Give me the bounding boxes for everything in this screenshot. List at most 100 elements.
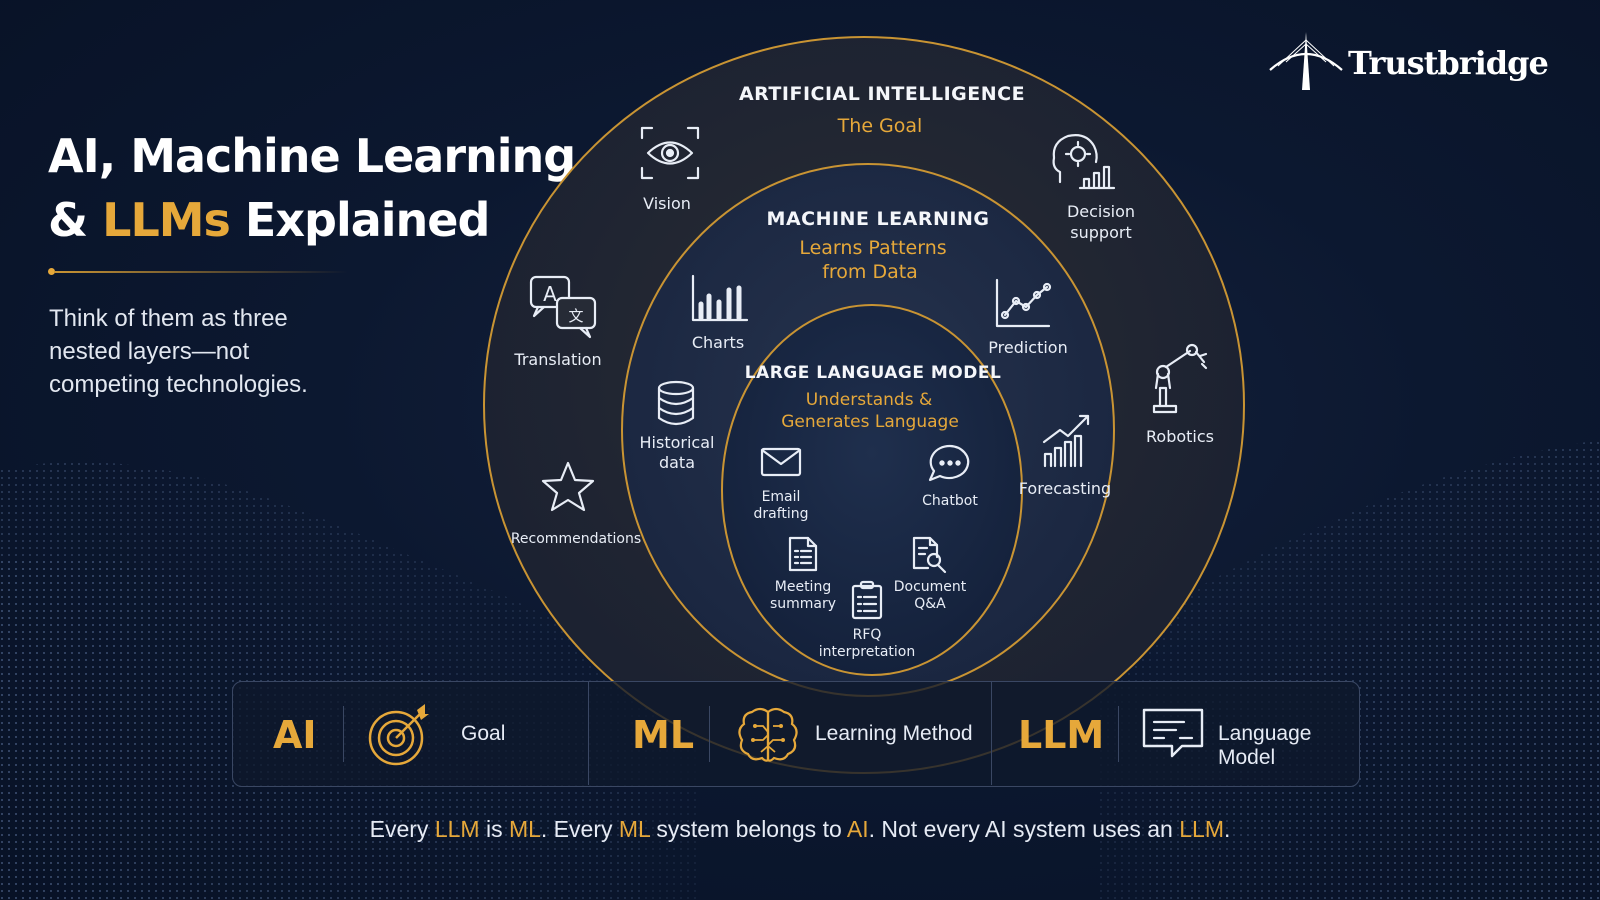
brain-icon	[738, 707, 798, 762]
brand-logo: Trustbridge	[1268, 30, 1549, 94]
historical-data-label-1: Historical	[640, 433, 715, 452]
llm-item-chatbot: Chatbot	[922, 444, 978, 509]
trend-up-icon	[1042, 414, 1090, 468]
meeting-summary-label-2: summary	[770, 596, 836, 612]
email-drafting-label-2: drafting	[753, 506, 808, 522]
page-title: AI, Machine Learning & LLMs Explained	[48, 124, 576, 252]
footer-statement: Every LLM is ML. Every ML system belongs…	[0, 816, 1600, 843]
legend-label-llm: Language Model	[1218, 722, 1312, 769]
title-highlight: LLMs	[102, 193, 231, 247]
eye-icon	[640, 126, 700, 180]
translation-icon: A 文	[529, 275, 597, 339]
ai-item-translation: A 文 Translation	[513, 275, 602, 369]
footer-keyword: ML	[508, 816, 541, 842]
llm-ring	[721, 304, 1023, 676]
llm-subtitle-line-1: Understands &	[806, 390, 932, 410]
document-icon	[788, 536, 818, 572]
envelope-icon	[760, 447, 802, 477]
footer-text: . Not every AI system uses an	[868, 816, 1180, 842]
decision-support-label-2: support	[1070, 223, 1131, 242]
translation-label: Translation	[513, 350, 601, 369]
ml-item-charts: Charts	[691, 274, 749, 352]
target-icon	[368, 704, 429, 766]
ai-title: ARTIFICIAL INTELLIGENCE	[739, 83, 1025, 105]
message-box-icon	[1142, 708, 1204, 758]
decision-support-icon	[1052, 134, 1116, 190]
clipboard-icon	[851, 580, 883, 620]
forecasting-label: Forecasting	[1019, 479, 1111, 498]
rfq-label-2: interpretation	[819, 644, 915, 660]
llm-item-rfq-interpretation: RFQ interpretation	[819, 580, 915, 660]
database-icon	[657, 380, 695, 426]
svg-text:文: 文	[568, 307, 583, 325]
footer-text: is	[479, 816, 509, 842]
ai-item-decision-support: Decision support	[1052, 134, 1135, 242]
llm-item-meeting-summary: Meeting summary	[770, 536, 836, 612]
llm-title: LARGE LANGUAGE MODEL	[745, 363, 1002, 383]
footer-keyword: LLM	[434, 816, 480, 842]
legend-divider	[343, 706, 344, 762]
svg-text:A: A	[543, 282, 557, 306]
star-icon	[541, 461, 595, 512]
rfq-label-1: RFQ	[853, 627, 882, 643]
title-line-2: Explained	[229, 193, 490, 247]
llm-item-document-qa: Document Q&A	[894, 536, 967, 612]
decision-support-label-1: Decision	[1067, 202, 1135, 221]
bridge-logo-icon	[1269, 32, 1343, 90]
ml-title: MACHINE LEARNING	[767, 208, 990, 230]
ai-item-robotics: Robotics	[1146, 343, 1214, 446]
legend-label-ai: Goal	[461, 722, 506, 745]
line-chart-icon	[995, 278, 1052, 328]
ml-subtitle-line-2: from Data	[822, 261, 918, 283]
brand-name: Trustbridge	[1348, 44, 1549, 82]
title-line-1: AI, Machine Learning	[48, 129, 576, 183]
footer-keyword: AI	[846, 816, 869, 842]
legend-divider	[709, 706, 710, 762]
document-qa-label-1: Document	[894, 579, 967, 595]
llm-item-email-drafting: Email drafting	[753, 447, 809, 522]
vision-label: Vision	[643, 194, 691, 213]
meeting-summary-label-1: Meeting	[775, 579, 831, 595]
footer-text: . Every	[540, 816, 619, 842]
legend-code-ai: AI	[273, 713, 317, 757]
legend-item-ai: AI Goal	[233, 682, 588, 785]
footer-text: Every	[369, 816, 435, 842]
legend-label-ml: Learning Method	[815, 722, 973, 745]
legend-code-ml: ML	[632, 713, 695, 757]
bar-chart-icon	[691, 274, 749, 322]
ai-item-vision: Vision	[640, 126, 700, 213]
ai-subtitle: The Goal	[837, 115, 923, 137]
footer-keyword: LLM	[1179, 816, 1224, 842]
robotics-label: Robotics	[1146, 427, 1214, 446]
legend-divider	[1118, 706, 1119, 762]
subtitle: Think of them as three nested layers—not…	[49, 305, 308, 398]
prediction-label: Prediction	[988, 338, 1067, 357]
footer-keyword: ML	[618, 816, 650, 842]
historical-data-label-2: data	[659, 453, 695, 472]
legend-separator	[991, 682, 992, 785]
ml-item-forecasting: Forecasting	[1019, 414, 1111, 498]
document-search-icon	[912, 536, 947, 574]
title-divider	[48, 268, 348, 275]
charts-label: Charts	[692, 333, 744, 352]
ml-subtitle-line-1: Learns Patterns	[799, 237, 946, 259]
document-qa-label-2: Q&A	[914, 596, 946, 612]
recommendations-label: Recommendations	[511, 531, 641, 547]
legend-item-llm: LLM Language Model	[992, 682, 1358, 785]
ml-item-historical-data: Historical data	[640, 380, 715, 472]
legend-bar: AI Goal ML Learning Method LLM Language	[232, 681, 1360, 787]
title-amp: &	[48, 193, 103, 247]
chat-bubble-icon	[928, 444, 970, 482]
legend-separator	[588, 682, 589, 785]
footer-text: .	[1223, 816, 1231, 842]
robot-arm-icon	[1152, 343, 1208, 414]
ai-item-recommendations: Recommendations	[511, 461, 641, 547]
footer-text: system belongs to	[649, 816, 847, 842]
chatbot-label: Chatbot	[922, 493, 978, 509]
legend-item-ml: ML Learning Method	[589, 682, 991, 785]
llm-subtitle-line-2: Generates Language	[781, 412, 959, 432]
email-drafting-label-1: Email	[762, 489, 801, 505]
ml-item-prediction: Prediction	[988, 278, 1068, 357]
